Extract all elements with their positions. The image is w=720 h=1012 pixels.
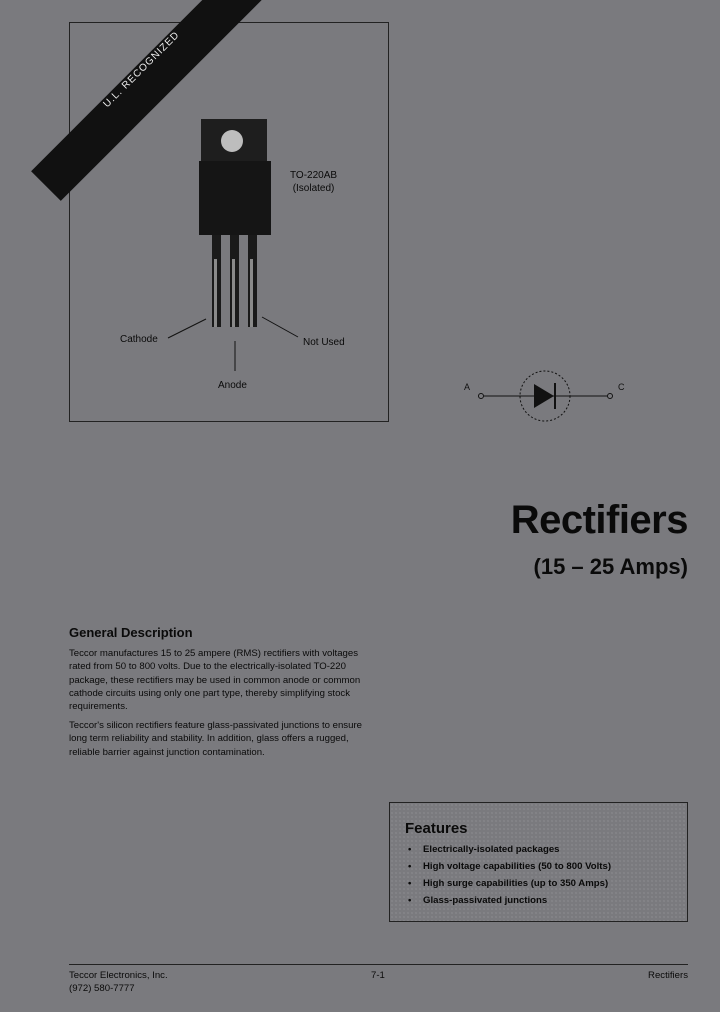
footer-phone: (972) 580-7777: [69, 983, 135, 994]
page-title: Rectifiers: [510, 498, 689, 542]
cathode-pin-label: Cathode: [120, 334, 158, 345]
features-box: Features • Electrically-isolated packages…: [389, 802, 688, 922]
features-list: • Electrically-isolated packages • High vo…: [408, 841, 611, 909]
anode-pin-label: Anode: [218, 380, 247, 391]
to220-package-drawing: [167, 119, 299, 371]
footer-divider: [69, 964, 688, 965]
footer-company: Teccor Electronics, Inc.: [69, 970, 168, 981]
feature-text: High voltage capabilities (50 to 800 Vol…: [423, 861, 612, 872]
anode-letter: A: [464, 382, 470, 392]
not-used-pin-label: Not Used: [303, 337, 345, 348]
feature-item: • High surge capabilities (up to 350 Amps…: [408, 875, 611, 892]
footer-page-number: 7-1: [371, 970, 385, 981]
feature-text: High surge capabilities (up to 350 Amps): [423, 878, 609, 889]
product-photo: U.L. RECOGNIZED TO-220AB (Isolated) Cath…: [31, 0, 389, 422]
description-paragraph: Teccor manufactures 15 to 25 ampere (RMS…: [69, 648, 361, 713]
feature-item: • Electrically-isolated packages: [408, 841, 611, 858]
cathode-letter: C: [618, 382, 625, 392]
footer-section: Rectifiers: [648, 970, 688, 981]
page-subtitle: (15 – 25 Amps): [533, 554, 688, 579]
bullet-icon: •: [408, 895, 412, 906]
diode-symbol-icon: A C: [464, 370, 625, 422]
feature-item: • High voltage capabilities (50 to 800 Vo…: [408, 858, 611, 875]
package-name: TO-220AB: [290, 170, 338, 181]
feature-item: • Glass-passivated junctions: [408, 892, 611, 909]
feature-text: Electrically-isolated packages: [423, 844, 560, 855]
description-paragraph: Teccor's silicon rectifiers feature glas…: [69, 720, 362, 758]
feature-text: Glass-passivated junctions: [423, 895, 548, 906]
package-note: (Isolated): [292, 183, 335, 194]
package-label: TO-220AB (Isolated): [290, 169, 337, 195]
bullet-icon: •: [408, 844, 412, 855]
features-heading: Features: [405, 820, 468, 837]
bullet-icon: •: [408, 861, 412, 872]
bullet-icon: •: [408, 878, 412, 889]
general-description-heading: General Description: [69, 625, 193, 640]
